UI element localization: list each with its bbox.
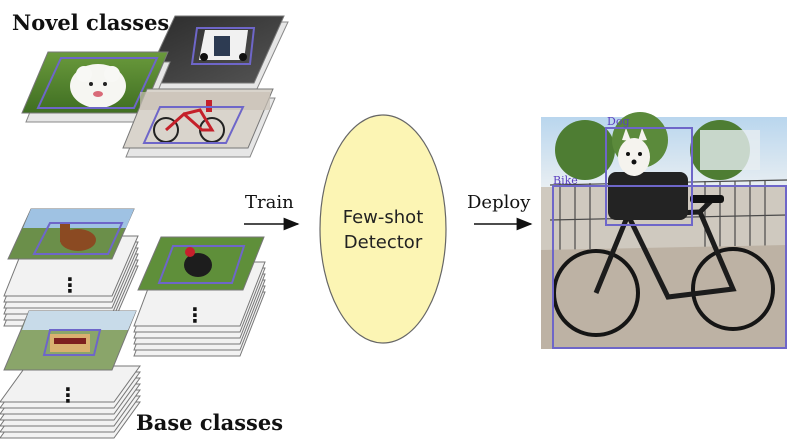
base-classes-group: ⋮ ⋮: [0, 208, 283, 439]
deploy-label: Deploy: [467, 192, 531, 213]
base-stack-horse: ⋮: [3, 208, 139, 327]
detector-label-line1: Few-shot: [343, 207, 424, 228]
novel-classes-group: Novel classes: [12, 10, 289, 158]
bike-box-label: Bike: [553, 174, 578, 187]
base-stack-train: ⋮: [0, 310, 141, 439]
base-stack-train-ellipsis: ⋮: [58, 383, 78, 407]
novel-dog-image: [21, 51, 171, 123]
bike-detection-box: [552, 185, 787, 349]
detector-ellipse: [319, 114, 447, 344]
train-label: Train: [245, 192, 294, 213]
novel-bicycle-image: [122, 88, 276, 158]
base-stack-horse-ellipsis: ⋮: [60, 273, 80, 297]
novel-classes-title: Novel classes: [12, 10, 169, 35]
dog-box-label: Dog: [607, 115, 629, 128]
dog-detection-box: [605, 127, 693, 226]
detector-label-line2: Detector: [344, 232, 423, 253]
few-shot-detector: Few-shot Detector: [319, 114, 447, 344]
base-stack-bird: ⋮: [133, 236, 266, 357]
train-arrow-group: Train: [244, 192, 300, 231]
base-stack-bird-ellipsis: ⋮: [185, 303, 205, 327]
base-classes-title: Base classes: [136, 410, 283, 435]
output-detection-image: Dog Bike: [541, 112, 788, 349]
deploy-arrow-group: Deploy: [467, 192, 533, 231]
